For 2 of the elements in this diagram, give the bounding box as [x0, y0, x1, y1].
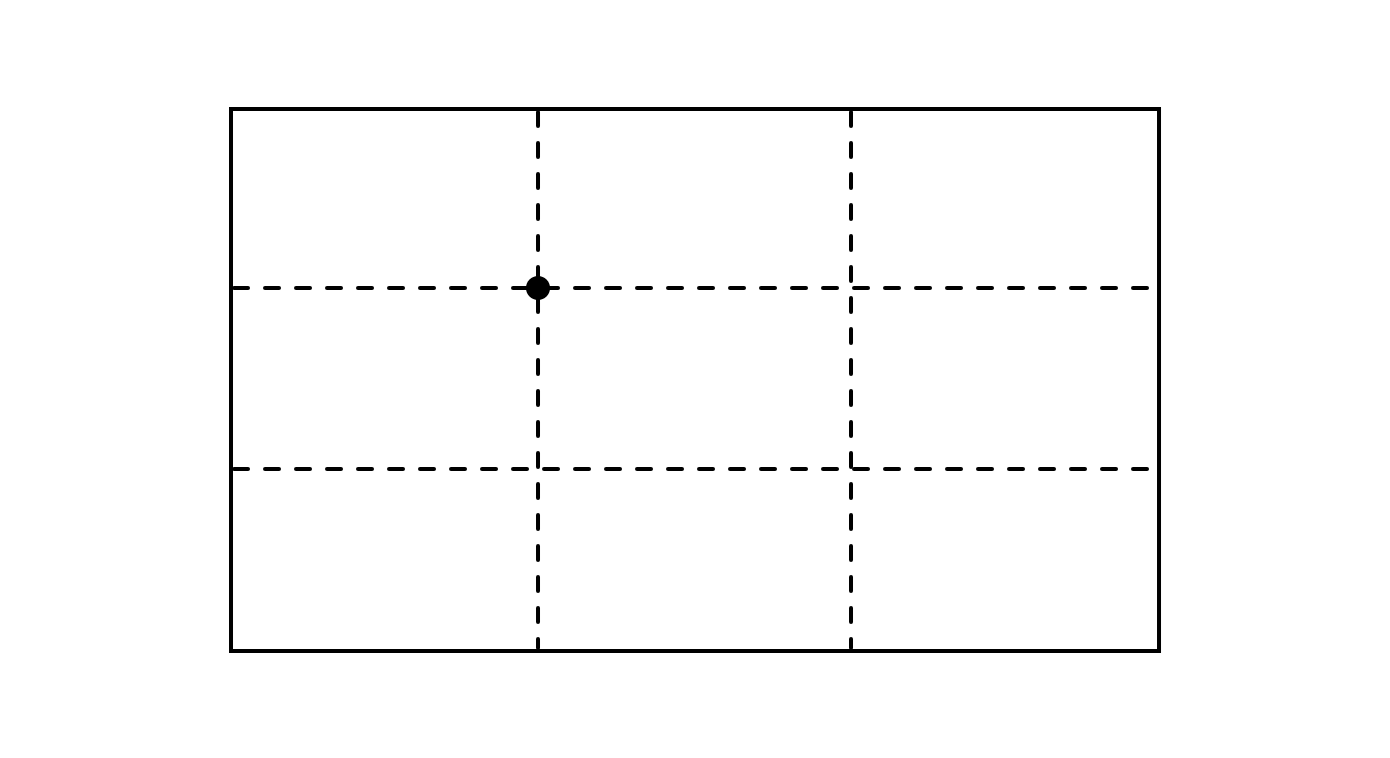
frame-rectangle [229, 107, 1161, 653]
dot [526, 276, 550, 300]
